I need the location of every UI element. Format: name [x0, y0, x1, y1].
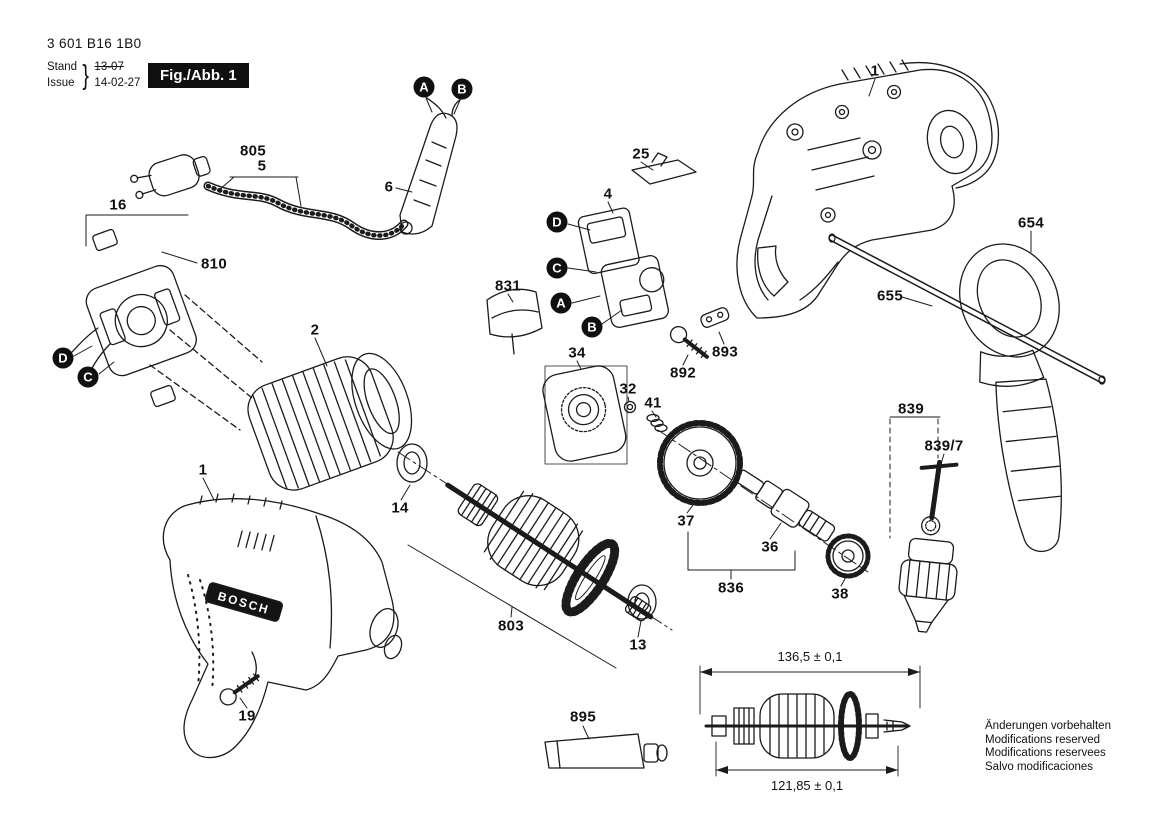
chuck-group-dashes	[889, 418, 939, 539]
assembly-marker-c: C	[77, 366, 99, 388]
leader-lines	[73, 78, 1032, 740]
assembly-marker-a: A	[413, 76, 435, 98]
modification-notes: Änderungen vorbehalten Modifications res…	[985, 720, 1111, 774]
assembly-marker-b: B	[581, 316, 603, 338]
revision-brace: }	[82, 59, 90, 90]
part-callout-895: 895	[570, 708, 596, 726]
note-es: Salvo modificaciones	[985, 760, 1094, 773]
note-de: Änderungen vorbehalten	[985, 720, 1111, 732]
issue-label: Issue	[47, 77, 75, 89]
part-callout-839-7: 839/7	[924, 437, 964, 455]
part-callout-1: 1	[198, 461, 208, 479]
part-callout-803: 803	[498, 617, 524, 635]
brush-holder-drawing	[71, 228, 197, 408]
power-cord-drawing	[130, 154, 409, 240]
part-callout-6: 6	[384, 178, 394, 196]
switch-drawing	[577, 207, 670, 328]
dimension-drawing: 136,5 ± 0,1 121,85 ± 0,1	[699, 649, 921, 793]
part-callout-810: 810	[201, 255, 227, 273]
field-stator-drawing	[247, 352, 413, 491]
part-callout-839: 839	[898, 400, 924, 418]
note-en: Modifications reserved	[985, 733, 1101, 746]
part-callout-19: 19	[238, 707, 256, 725]
issue-value: 14-02-27	[94, 77, 141, 89]
chuck-drawing	[898, 537, 958, 633]
assembly-dashes	[149, 294, 263, 431]
part-callout-836: 836	[718, 579, 744, 597]
armature-drawing	[445, 482, 654, 622]
clip-893-drawing	[700, 307, 730, 328]
part-callout-893: 893	[712, 343, 738, 361]
assembly-marker-b: B	[451, 78, 473, 100]
part-callout-16: 16	[109, 196, 127, 214]
part-callout-654: 654	[1018, 214, 1044, 232]
figure-label: Fig./Abb. 1	[148, 63, 249, 88]
part-callout-34: 34	[568, 344, 586, 362]
dimension-overall: 136,5 ± 0,1	[778, 649, 843, 664]
dust-plate-drawing	[631, 152, 697, 185]
part-callout-805: 805	[240, 142, 266, 160]
assembly-marker-c: C	[546, 257, 568, 279]
part-callout-38: 38	[831, 585, 849, 603]
part-callout-4: 4	[603, 185, 613, 203]
gear-train-drawing	[657, 420, 871, 579]
assembly-marker-d: D	[546, 211, 568, 233]
screw-892-drawing	[669, 325, 709, 359]
cover-831-drawing	[486, 288, 543, 355]
stand-value: 13-07	[94, 61, 124, 73]
note-fr: Modifications reservees	[985, 747, 1106, 759]
part-callout-831: 831	[495, 277, 521, 295]
part-callout-892: 892	[670, 364, 696, 382]
grease-tube-drawing	[544, 733, 668, 769]
part-callout-2: 2	[310, 321, 320, 339]
strain-relief-drawing	[399, 97, 462, 235]
part-callout-41: 41	[644, 394, 662, 412]
part-number: 3 601 B16 1B0	[47, 36, 142, 51]
bearing-flange-drawing	[542, 365, 668, 465]
part-callout-32: 32	[619, 380, 637, 398]
screw-19-drawing	[219, 673, 260, 706]
chuck-key-drawing	[919, 459, 959, 536]
part-callout-37: 37	[677, 512, 695, 530]
housing-drawing	[736, 59, 1000, 319]
depth-rod-drawing	[828, 233, 1106, 385]
dimension-core: 121,85 ± 0,1	[771, 778, 843, 793]
side-handle-drawing	[959, 243, 1062, 553]
assembly-marker-a: A	[550, 292, 572, 314]
part-callout-655: 655	[877, 287, 903, 305]
bearing-14-drawing	[396, 443, 428, 483]
part-callout-13: 13	[629, 636, 647, 654]
assembly-marker-d: D	[52, 347, 74, 369]
revision-block: Stand Issue } 13-07 14-02-27	[47, 60, 140, 90]
part-callout-1: 1	[870, 62, 880, 80]
bearing-13-drawing	[627, 584, 657, 620]
part-callout-5: 5	[257, 157, 267, 175]
stand-label: Stand	[47, 61, 78, 73]
part-callout-14: 14	[391, 499, 409, 517]
part-callout-36: 36	[761, 538, 779, 556]
part-callout-25: 25	[632, 145, 650, 163]
